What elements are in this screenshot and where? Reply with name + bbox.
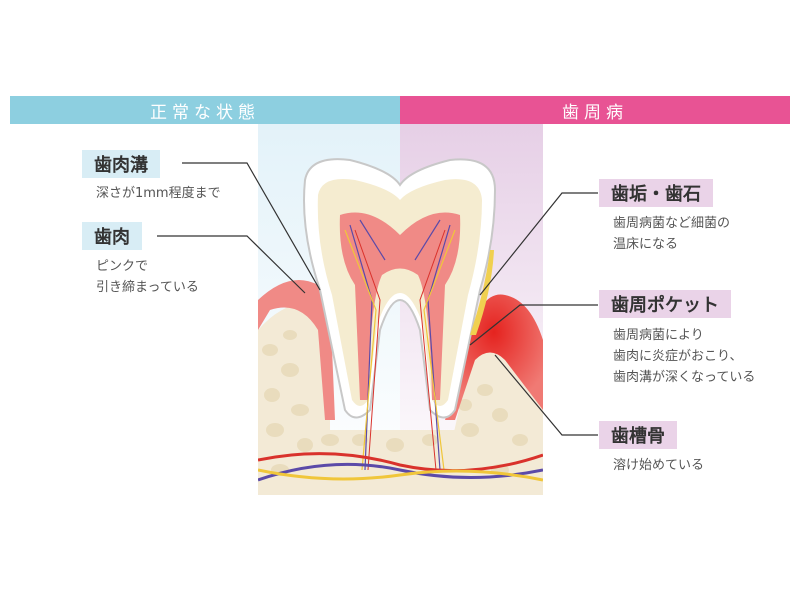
desc-line: 歯周病菌など細菌の — [613, 216, 731, 231]
label-alveolar-bone: 歯槽骨 — [599, 421, 677, 449]
gum-inflamed — [445, 294, 543, 420]
blood-vessel-red — [354, 229, 446, 471]
tartar — [470, 250, 494, 335]
alveolar-bone-right — [440, 352, 543, 495]
desc-periodontal-pocket: 歯周病菌により歯肉に炎症がおこり、歯肉溝が深くなっている — [613, 325, 755, 388]
desc-line: 深さが1mm程度まで — [96, 186, 221, 201]
leader-gingival-sulcus — [182, 162, 321, 291]
desc-line: 歯肉に炎症がおこり、 — [613, 349, 743, 364]
desc-line: 溶け始めている — [613, 458, 705, 473]
desc-line: 温床になる — [613, 237, 679, 252]
desc-gingival-sulcus: 深さが1mm程度まで — [96, 183, 221, 204]
desc-line: 歯周病菌により — [613, 328, 704, 343]
header-normal-label: 正常な状態 — [150, 102, 260, 123]
header-normal-state: 正常な状態 — [10, 96, 400, 124]
blood-vessel-yellow — [344, 229, 456, 471]
desc-gum: ピンクで引き締まっている — [96, 256, 199, 298]
desc-line: ピンクで — [96, 259, 149, 274]
header-periodontal-disease: 歯周病 — [400, 96, 790, 124]
desc-line: 歯肉溝が深くなっている — [613, 370, 756, 385]
leader-bone — [494, 354, 598, 436]
tooth-pulp — [339, 212, 461, 400]
leader-pocket — [469, 304, 598, 346]
gum-healthy — [258, 280, 335, 420]
bone-texture — [262, 330, 528, 476]
leader-tartar — [479, 192, 598, 296]
desc-alveolar-bone: 溶け始めている — [613, 455, 704, 476]
label-periodontal-pocket: 歯周ポケット — [599, 290, 731, 318]
label-gingival-sulcus: 歯肉溝 — [82, 150, 160, 178]
header-disease-label: 歯周病 — [562, 102, 628, 123]
desc-line: 引き締まっている — [96, 280, 199, 295]
desc-plaque-tartar: 歯周病菌など細菌の温床になる — [613, 213, 730, 255]
label-gum: 歯肉 — [82, 222, 142, 250]
label-plaque-tartar: 歯垢・歯石 — [599, 179, 713, 207]
leader-gum — [157, 235, 306, 294]
